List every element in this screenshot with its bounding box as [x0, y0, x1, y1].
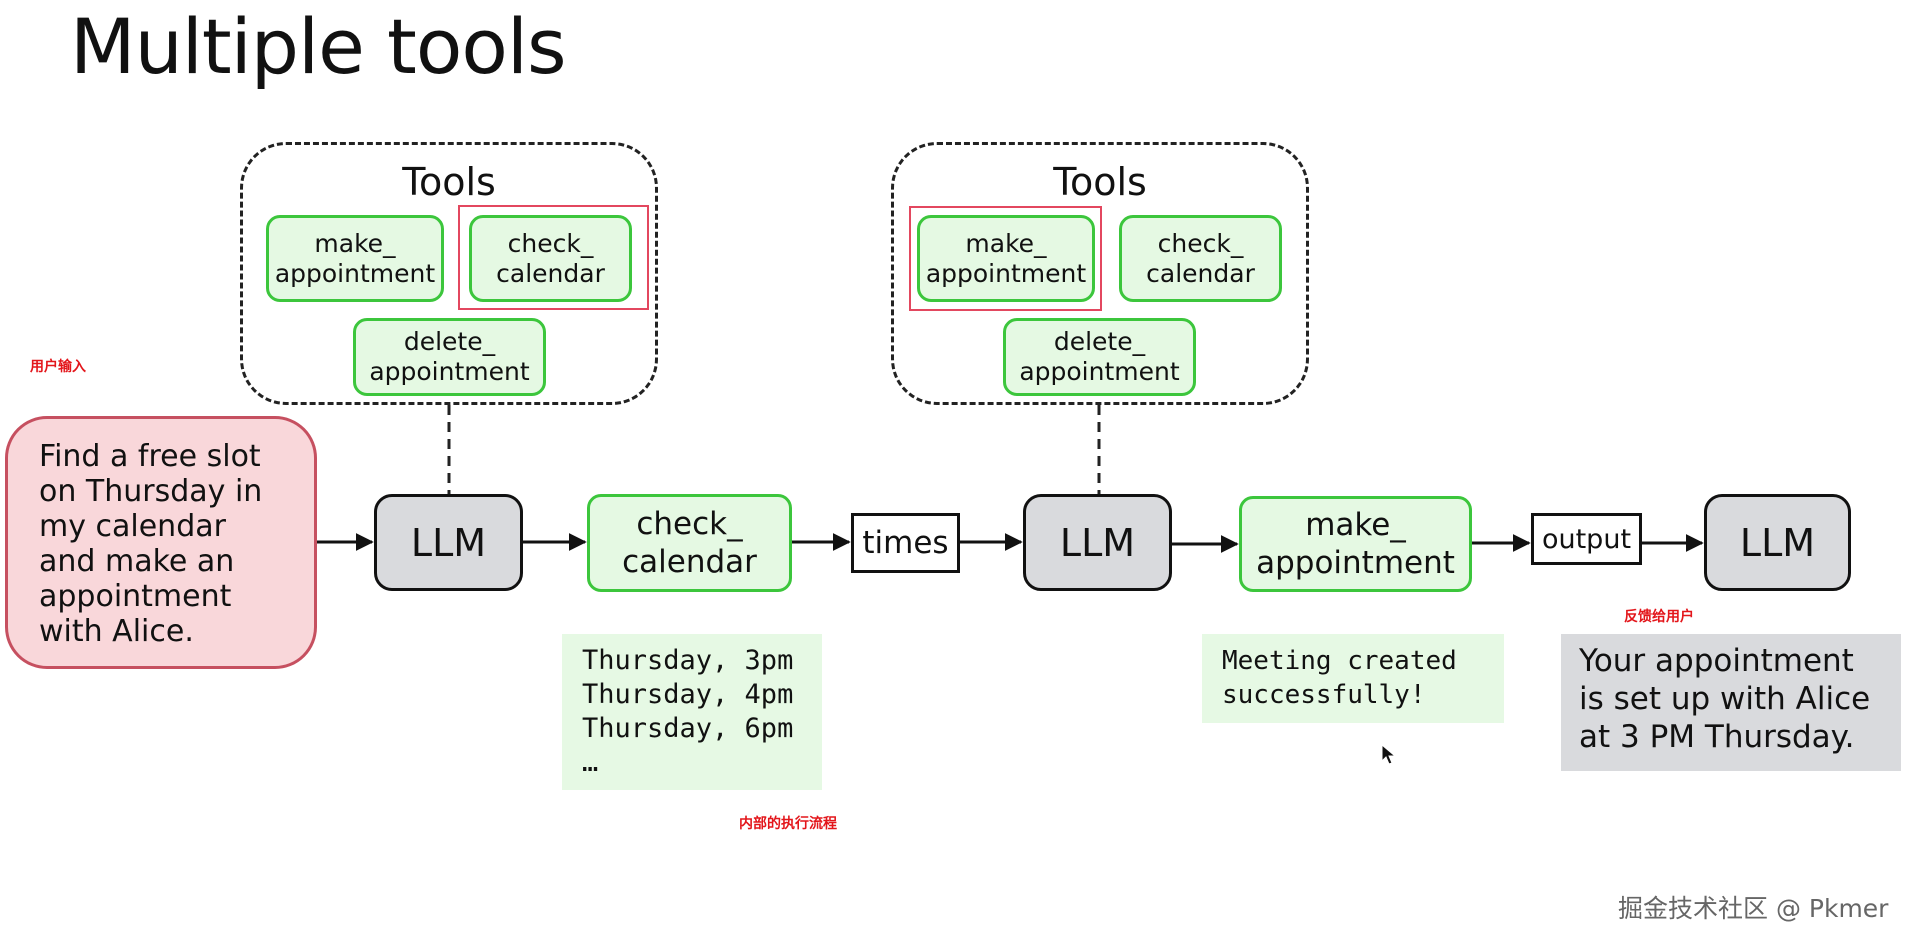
tool-delete-appointment: delete_ appointment — [353, 318, 546, 396]
mouse-pointer-icon — [1381, 744, 1397, 765]
tools-group-1 — [240, 142, 658, 405]
final-reply-box: Your appointment is set up with Alice at… — [1561, 634, 1901, 771]
output-result-box: output — [1531, 513, 1642, 565]
internal-flow-label: 内部的执行流程 — [739, 816, 837, 832]
tools-group-2 — [891, 142, 1309, 405]
llm-node-2: LLM — [1023, 494, 1172, 591]
tool-call-check-calendar: check_ calendar — [587, 494, 792, 592]
tools-group-1-title: Tools — [402, 160, 496, 204]
make-output-note: Meeting created successfully! — [1202, 634, 1504, 723]
tool-check-calendar: check_ calendar — [469, 215, 632, 302]
llm-node-1: LLM — [374, 494, 523, 591]
selected-tool-highlight-2 — [909, 206, 1102, 311]
llm-node-3: LLM — [1704, 494, 1851, 591]
tools-group-2-title: Tools — [1053, 160, 1147, 204]
user-input-label: 用户输入 — [30, 359, 86, 375]
tool-call-make-appointment: make_ appointment — [1239, 496, 1472, 592]
tool-make-appointment: make_ appointment — [917, 215, 1095, 302]
selected-tool-highlight-1 — [458, 205, 649, 310]
watermark: 掘金技术社区 @ Pkmer — [1618, 894, 1889, 923]
calendar-output-note: Thursday, 3pm Thursday, 4pm Thursday, 6p… — [562, 634, 822, 790]
tool-delete-appointment: delete_ appointment — [1003, 318, 1196, 396]
feedback-label: 反馈给用户 — [1624, 609, 1694, 625]
times-result-box: times — [851, 513, 960, 573]
page-title: Multiple tools — [70, 2, 567, 91]
tool-check-calendar: check_ calendar — [1119, 215, 1282, 302]
tool-make-appointment: make_ appointment — [266, 215, 444, 302]
user-input-box: Find a free slot on Thursday in my calen… — [5, 416, 317, 669]
